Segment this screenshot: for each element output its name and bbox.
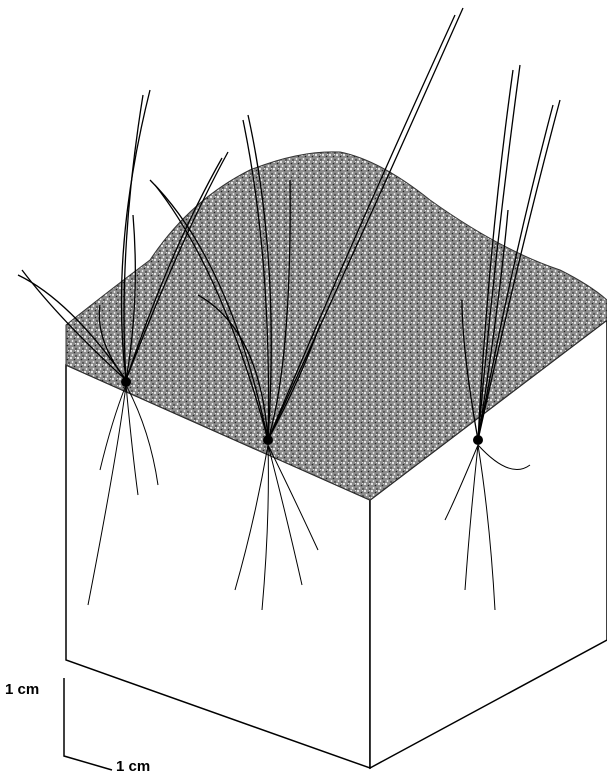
scale-bar-lines (64, 678, 112, 770)
scale-bar: 1 cm 1 cm (5, 678, 150, 774)
scale-label-horizontal: 1 cm (116, 758, 150, 774)
scale-label-vertical: 1 cm (5, 681, 39, 698)
soil-block (66, 152, 607, 768)
